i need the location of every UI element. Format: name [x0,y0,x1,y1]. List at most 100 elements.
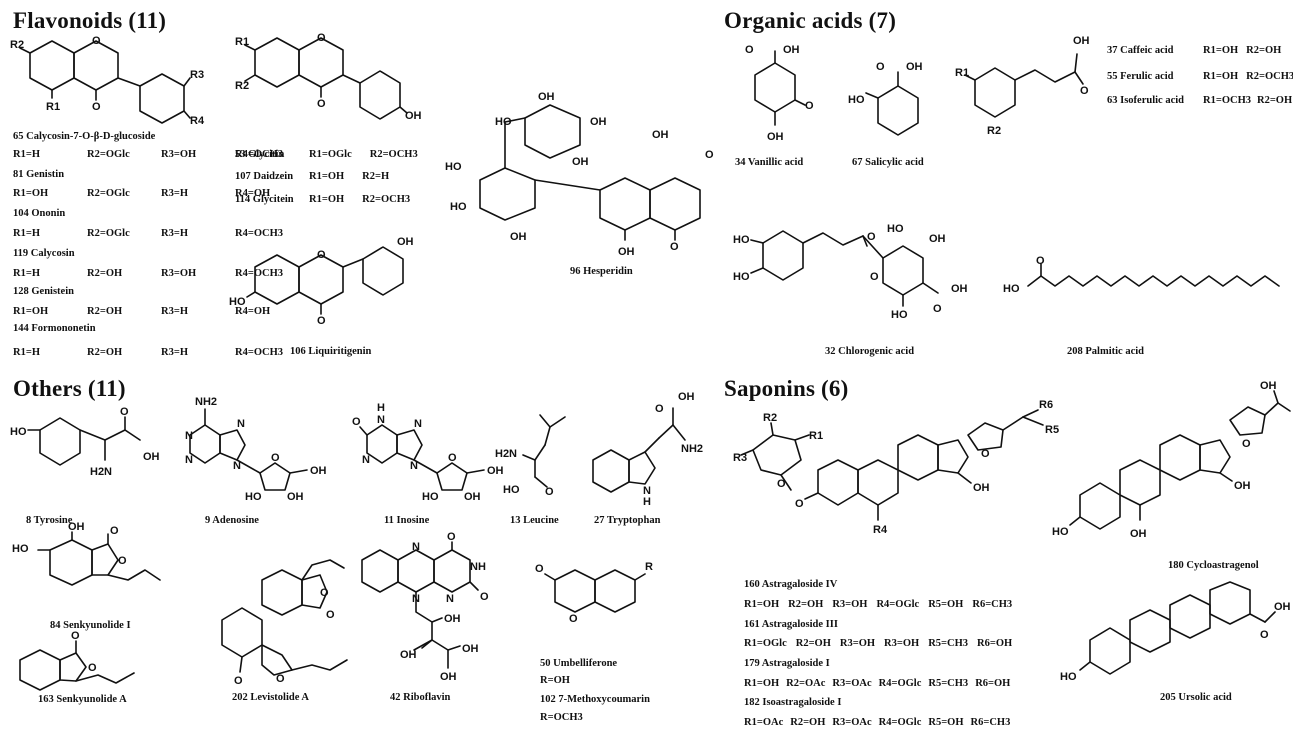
substituent: R3=H [161,306,188,317]
section-title-others: Others (11) [13,376,126,401]
compound-name: 81 Genistin [13,169,65,180]
compound-name: 65 Calycosin-7-O-β-D-glucoside [13,131,156,142]
compound-name-senkyunolide-a: 163 Senkyunolide A [38,694,127,705]
atom-O: O [71,630,80,642]
atom-O: O [705,149,714,161]
substituent: R1=OGlc [309,149,352,160]
substituent: R3=H [161,228,188,239]
atom-R2: R2 [987,125,1001,137]
substituent: R3=OH [161,268,197,279]
compound-name: 104 Ononin [13,208,66,219]
section-title-organic-acids: Organic acids (7) [724,8,897,33]
salicylic-acid-structure: O OH HO [848,61,923,136]
cycloastragenol-structure: OH O OH HO OH [1052,380,1291,540]
senkyunolide-i-structure: OH O O HO [12,521,161,586]
substituent: R2=OCH3 [362,194,411,205]
compound-name-senkyunolide-i: 84 Senkyunolide I [50,620,131,631]
atom-O: O [118,555,127,567]
atom-OH: OH [1260,380,1277,392]
atom-OH: OH [538,91,555,103]
atom-HO: HO [495,116,512,128]
atom-R2: R2 [235,80,249,92]
substituent: R2=OH [87,306,123,317]
substituent: R2=OH [788,599,824,610]
substituent: R1=H [13,268,40,279]
atom-OH: OH [1234,480,1251,492]
atom-HO: HO [1060,671,1077,683]
atom-HO: HO [245,491,262,503]
substituent: R4=OCH3 [235,149,283,160]
compound-name-umbelliferone: 50 Umbelliferone [540,658,618,669]
coumarin-structure: O O R [535,561,653,625]
atom-N: N [185,430,193,442]
ursolic-acid-structure: OH O HO [1060,581,1291,683]
compound-name-salicylic-acid: 67 Salicylic acid [852,157,924,168]
compound-name-tyrosine: 8 Tyrosine [26,515,73,526]
substituent: R5=OH [928,599,964,610]
atom-HO: HO [733,271,750,283]
substituent: R5=CH3 [928,678,969,689]
atom-N: N [237,418,245,430]
atom-O: O [92,101,101,113]
substituent: R2=OGlc [87,188,130,199]
substituent: R2=OCH3 [1246,71,1293,82]
substituent: R1=H [13,149,40,160]
atom-H2N: H2N [90,466,112,478]
atom-O: O [276,673,285,685]
atom-OH: OH [440,671,457,683]
atom-OH: OH [572,156,589,168]
atom-O: O [805,100,814,112]
atom-O: O [326,609,335,621]
atom-O: O [670,241,679,253]
substituent: R1=H [13,228,40,239]
atom-H2N: H2N [495,448,517,460]
compound-name-methoxycoumarin: 102 7-Methoxycoumarin [540,694,650,705]
compound-name-adenosine: 9 Adenosine [205,515,259,526]
vanillic-acid-structure: O OH OH O [745,44,814,143]
atom-OH: OH [767,131,784,143]
substituent: R2=OH [87,347,123,358]
atom-HO: HO [891,309,908,321]
compound-name-liquiritigenin: 106 Liquiritigenin [290,346,372,357]
atom-N: N [412,593,420,605]
compound-name: 114 Glycitein [235,194,294,205]
substituent: R4=OCH3 [235,347,283,358]
atom-HO: HO [229,296,246,308]
atom-O: O [317,249,326,261]
atom-OH: OH [462,643,479,655]
isoflavone-structure-r1-r4: O O R2 R1 R3 R4 [10,35,205,127]
atom-OH: OH [951,283,968,295]
inosine-structure: H N O N N N O OH HO OH [352,402,504,503]
atom-O: O [1036,255,1045,267]
atom-OH: OH [1130,528,1147,540]
substituent: R1=OGlc [744,638,787,649]
atom-OH: OH [973,482,990,494]
atom-OH: OH [929,233,946,245]
compound-name: 160 Astragaloside IV [744,579,838,590]
atom-HO: HO [422,491,439,503]
compound-name: 182 Isoastragaloside I [744,697,842,708]
atom-R4: R4 [190,115,205,127]
compound-name: 128 Genistein [13,286,74,297]
atom-HO: HO [733,234,750,246]
compound-name: 119 Calycosin [13,248,75,259]
compound-name: 161 Astragaloside III [744,619,838,630]
atom-O: O [88,662,97,674]
atom-OH: OH [487,465,504,477]
substituent: R1=OH [309,194,345,205]
substituent: R4=OGlc [878,717,922,728]
substituent: R1=OH [744,599,780,610]
atom-O: O [933,303,942,315]
substituent: R2=OGlc [87,149,130,160]
atom-O: O [92,35,101,47]
substituent: R2=OH [1256,95,1293,106]
atom-N: N [377,414,385,426]
atom-O: O [448,452,457,464]
atom-N: N [446,593,454,605]
atom-O: O [745,44,754,56]
